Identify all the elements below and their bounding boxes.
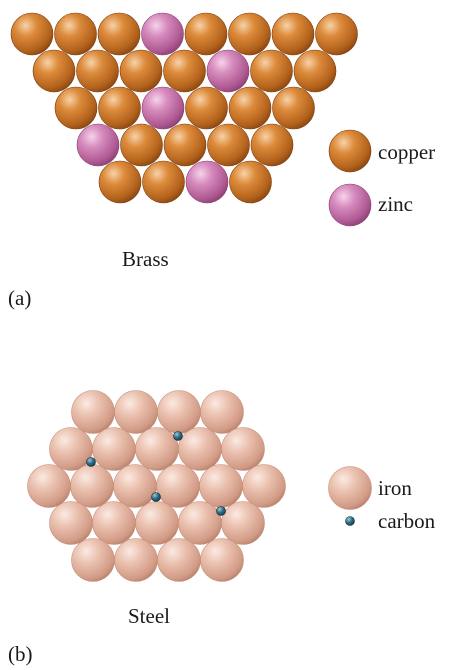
iron-atom (114, 390, 158, 434)
copper-atom (272, 86, 315, 130)
iron-atom (178, 427, 222, 471)
panel-label-a: (a) (8, 286, 32, 310)
iron-atom (200, 538, 244, 582)
copper-atom (54, 12, 97, 56)
panel-label-b: (b) (8, 642, 33, 666)
zinc-atom (76, 123, 120, 167)
iron-atom (70, 464, 114, 508)
carbon-atom (151, 492, 161, 502)
zinc-atom (141, 86, 185, 130)
legend-swatches (328, 129, 372, 526)
copper-atom (207, 123, 250, 167)
iron-atom (157, 538, 201, 582)
copper-atom (119, 49, 163, 93)
zinc-atom (185, 160, 229, 204)
copper-atom (10, 12, 54, 56)
iron-atom (49, 501, 93, 545)
carbon-atom (86, 457, 96, 467)
iron-atom (178, 501, 222, 545)
iron-atom (92, 501, 136, 545)
copper-atom (228, 12, 271, 56)
copper-atom (250, 123, 294, 167)
zinc-atom (141, 12, 184, 56)
copper-atom (54, 86, 98, 130)
iron-atom (221, 427, 265, 471)
brass-title: Brass (122, 247, 169, 271)
iron-atom (71, 390, 115, 434)
iron-atom (27, 464, 71, 508)
copper-atom (228, 86, 272, 130)
iron-atom (200, 390, 244, 434)
iron-atom (156, 464, 200, 508)
iron-atom (92, 427, 136, 471)
iron-atom (221, 501, 265, 545)
brass-lattice (10, 12, 358, 204)
iron-atom (71, 538, 115, 582)
copper-atom (184, 12, 228, 56)
iron-atom (49, 427, 93, 471)
iron-atom (199, 464, 243, 508)
copper-atom (163, 49, 206, 93)
copper-atom (98, 86, 141, 130)
carbon-atom (173, 431, 183, 441)
copper-atom (32, 49, 76, 93)
copper-atom (142, 160, 185, 204)
steel-lattice (27, 390, 286, 582)
legend-zinc-swatch (328, 183, 372, 227)
copper-atom (185, 86, 228, 130)
steel-title: Steel (128, 604, 170, 628)
legend-copper-swatch (328, 129, 372, 173)
zinc-atom (206, 49, 250, 93)
legend-iron-label: iron (378, 476, 412, 500)
copper-atom (271, 12, 315, 56)
copper-atom (76, 49, 119, 93)
copper-atom (229, 160, 272, 204)
legend-carbon-label: carbon (378, 509, 436, 533)
iron-atom (113, 464, 157, 508)
legend-carbon-swatch (345, 516, 355, 526)
carbon-atom (216, 506, 226, 516)
iron-atom (157, 390, 201, 434)
copper-atom (163, 123, 207, 167)
copper-atom (293, 49, 337, 93)
iron-atom (242, 464, 286, 508)
legend-copper-label: copper (378, 140, 436, 164)
legend-zinc-label: zinc (378, 192, 413, 216)
iron-atom (135, 427, 179, 471)
copper-atom (250, 49, 293, 93)
copper-atom (315, 12, 358, 56)
copper-atom (98, 160, 142, 204)
legend-iron-swatch (328, 466, 372, 510)
iron-atom (114, 538, 158, 582)
copper-atom (97, 12, 141, 56)
iron-atom (135, 501, 179, 545)
copper-atom (120, 123, 163, 167)
